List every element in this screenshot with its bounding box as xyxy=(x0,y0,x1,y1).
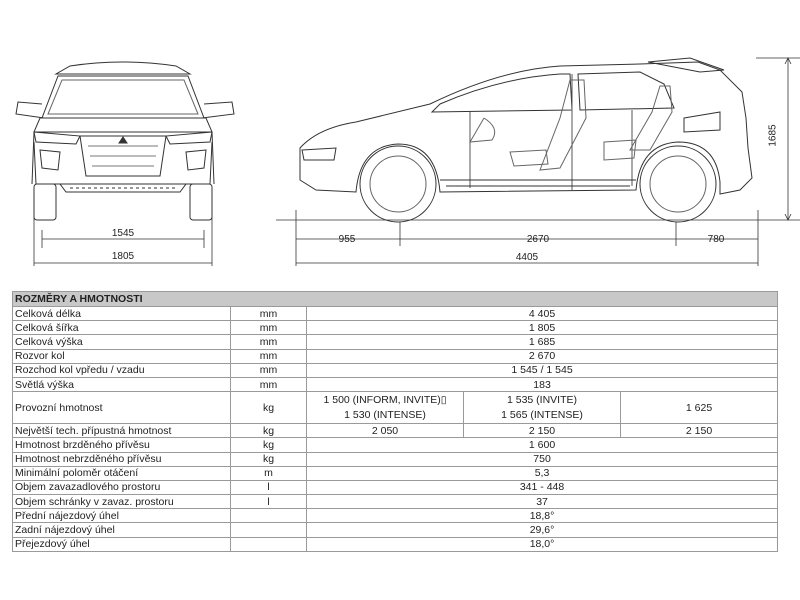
side-view-car xyxy=(299,57,753,223)
row-unit xyxy=(230,536,307,552)
overall-height-label: 1685 xyxy=(767,124,779,147)
table-row: Přejezdový úhel 18,0° xyxy=(12,536,779,552)
front-overhang-label: 955 xyxy=(338,234,356,245)
row-label: Rozvor kol xyxy=(12,348,231,364)
row-unit: mm xyxy=(230,348,307,364)
vehicle-drawing-svg xyxy=(15,57,800,266)
row-value: 1 600 xyxy=(305,437,779,453)
table-row-weight: Provozní hmotnost kg 1 500 (INFORM, INVI… xyxy=(12,391,779,425)
table-row-max-weight: Největší tech. přípustná hmotnost kg 2 0… xyxy=(12,423,779,439)
weight-col1-bottom: 1 530 (INTENSE) xyxy=(344,408,426,421)
table-row: Světlá výška mm 183 xyxy=(12,376,779,393)
row-value: 1 545 / 1 545 xyxy=(305,362,779,378)
row-label: Hmotnost brzděného přívěsu xyxy=(12,437,231,453)
row-unit: kg xyxy=(230,451,307,467)
table-row: Minimální poloměr otáčení m 5,3 xyxy=(12,465,779,481)
weight-col2-bottom: 1 565 (INTENSE) xyxy=(501,408,583,421)
table-row: Hmotnost nebrzděného přívěsu kg 750 xyxy=(12,451,779,467)
row-value: 183 xyxy=(305,376,779,393)
table-row: Celková výška mm 1 685 xyxy=(12,334,779,350)
row-value: 37 xyxy=(305,494,779,510)
row-value: 1 685 xyxy=(305,334,779,350)
row-label: Celková výška xyxy=(12,334,231,350)
table-row: Zadní nájezdový úhel 29,6° xyxy=(12,522,779,538)
table-row: Objem schránky v zavaz. prostoru l 37 xyxy=(12,494,779,510)
table-header-row: ROZMĚRY A HMOTNOSTI xyxy=(11,291,779,307)
weight-col1-top: 1 500 (INFORM, INVITE)▯ xyxy=(323,393,447,406)
table-row: Celková délka mm 4 405 xyxy=(12,305,779,322)
weight-col3: 1 625 xyxy=(619,391,779,425)
weight-col2: 1 535 (INVITE) 1 565 (INTENSE) xyxy=(463,391,621,425)
row-label: Provozní hmotnost xyxy=(12,391,231,425)
row-label: Světlá výška xyxy=(12,376,231,393)
row-value: 750 xyxy=(305,451,779,467)
table-row: Rozvor kol mm 2 670 xyxy=(12,348,779,364)
vehicle-drawings: 1545 1805 955 2670 780 4405 1685 xyxy=(0,0,800,285)
row-label: Největší tech. přípustná hmotnost xyxy=(12,423,231,439)
row-unit: kg xyxy=(230,391,307,425)
dimensions-weights-table: ROZMĚRY A HMOTNOSTI Celková délka mm 4 4… xyxy=(11,291,779,552)
row-value: 2 670 xyxy=(305,348,779,364)
wheelbase-label: 2670 xyxy=(526,234,550,245)
table-row: Hmotnost brzděného přívěsu kg 1 600 xyxy=(12,437,779,453)
row-unit xyxy=(230,508,307,524)
row-label: Zadní nájezdový úhel xyxy=(12,522,231,538)
row-unit: mm xyxy=(230,320,307,336)
row-value: 1 805 xyxy=(305,320,779,336)
row-unit: l xyxy=(230,479,307,496)
row-unit xyxy=(230,522,307,538)
row-unit: mm xyxy=(230,376,307,393)
table-row: Celková šířka mm 1 805 xyxy=(12,320,779,336)
weight-col2-top: 1 535 (INVITE) xyxy=(506,393,578,406)
max-weight-col2: 2 150 xyxy=(463,423,621,439)
row-unit: mm xyxy=(230,305,307,322)
row-value: 29,6° xyxy=(305,522,779,538)
row-unit: kg xyxy=(230,423,307,439)
rear-overhang-label: 780 xyxy=(707,234,725,245)
row-unit: mm xyxy=(230,334,307,350)
row-unit: m xyxy=(230,465,307,481)
row-label: Celková šířka xyxy=(12,320,231,336)
row-unit: l xyxy=(230,494,307,510)
row-value: 18,0° xyxy=(305,536,779,552)
row-label: Objem schránky v zavaz. prostoru xyxy=(12,494,231,510)
overall-length-label: 4405 xyxy=(515,252,539,263)
row-value: 18,8° xyxy=(305,508,779,524)
row-label: Hmotnost nebrzděného přívěsu xyxy=(12,451,231,467)
front-width-label: 1805 xyxy=(111,251,135,262)
row-label: Minimální poloměr otáčení xyxy=(12,465,231,481)
row-label: Rozchod kol vpředu / vzadu xyxy=(12,362,231,378)
max-weight-col3: 2 150 xyxy=(619,423,779,439)
weight-col1: 1 500 (INFORM, INVITE)▯ 1 530 (INTENSE) xyxy=(306,391,464,425)
row-value: 4 405 xyxy=(305,305,779,322)
max-weight-col1: 2 050 xyxy=(306,423,464,439)
row-unit: kg xyxy=(230,437,307,453)
row-label: Objem zavazadlového prostoru xyxy=(12,479,231,496)
table-header: ROZMĚRY A HMOTNOSTI xyxy=(11,291,779,307)
front-track-label: 1545 xyxy=(111,228,135,239)
row-label: Přejezdový úhel xyxy=(12,536,231,552)
row-unit: mm xyxy=(230,362,307,378)
row-label: Celková délka xyxy=(12,305,231,322)
table-row: Objem zavazadlového prostoru l 341 - 448 xyxy=(12,479,779,496)
table-row: Přední nájezdový úhel 18,8° xyxy=(12,508,779,524)
row-value: 5,3 xyxy=(305,465,779,481)
side-dimension-lines xyxy=(276,57,800,266)
front-dimension-lines xyxy=(33,216,213,266)
table-row: Rozchod kol vpředu / vzadu mm 1 545 / 1 … xyxy=(12,362,779,378)
row-value: 341 - 448 xyxy=(305,479,779,496)
row-label: Přední nájezdový úhel xyxy=(12,508,231,524)
front-view-car xyxy=(15,61,235,221)
